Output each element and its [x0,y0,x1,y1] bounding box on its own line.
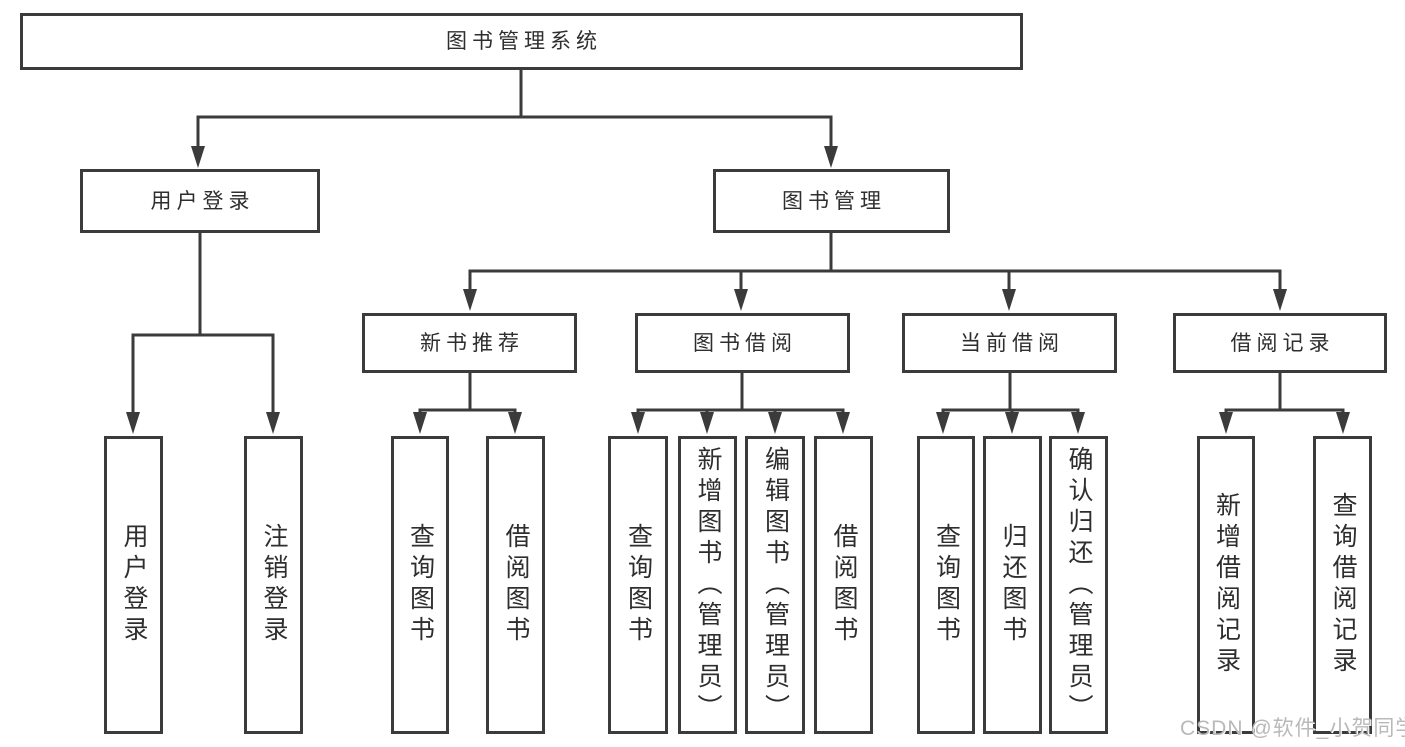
node-leaf-query-borrow-record: 查询借阅记录 [1313,436,1372,734]
arrow-records-query [1336,410,1350,434]
node-current-borrowing: 当前借阅 [902,313,1117,373]
node-leaf-logout: 注销登录 [244,436,303,734]
node-leaf-borrow-books-recommend-label: 借阅图书 [502,523,530,647]
node-leaf-return-books-label: 归还图书 [999,523,1027,647]
node-leaf-query-books-recommend: 查询图书 [391,436,449,734]
arrow-bookborrow-add [700,410,714,434]
node-book-management-label: 图书管理 [782,189,886,213]
node-leaf-add-borrow-record: 新增借阅记录 [1197,436,1255,734]
arrow-newbook-borrow [508,410,522,434]
arrow-records-add [1219,410,1233,434]
node-leaf-add-book-admin: 新增图书（管理员） [678,436,737,734]
node-user-login-label: 用户登录 [150,189,255,213]
node-leaf-user-login-label: 用户登录 [120,523,148,647]
arrow-bookborrow-borrow [836,410,850,434]
node-borrowing-records-label: 借阅记录 [1230,331,1335,355]
node-leaf-confirm-return-admin: 确认归还（管理员） [1049,436,1108,734]
csdn-watermark: CSDN @软件_小贺同学 [1180,717,1405,740]
arrow-to-book-borrow [734,271,748,311]
node-book-management: 图书管理 [713,169,950,233]
node-library-system-label: 图书管理系统 [446,30,602,53]
node-leaf-edit-book-admin: 编辑图书（管理员） [745,436,805,734]
arrow-bookborrow-query [631,410,645,434]
node-leaf-query-borrow-record-label: 查询借阅记录 [1329,492,1357,678]
node-leaf-query-books-recommend-label: 查询图书 [406,523,435,647]
node-leaf-query-books-current-label: 查询图书 [932,523,961,647]
node-new-book-recommendation: 新书推荐 [362,313,577,373]
node-leaf-logout-label: 注销登录 [260,523,288,647]
arrow-to-book-management [824,117,838,168]
node-leaf-borrow-books-recommend: 借阅图书 [486,436,545,734]
arrow-to-leaf-logout [266,335,280,434]
arrow-newbook-query [413,410,427,434]
node-leaf-borrow-books-borrowing-label: 借阅图书 [830,523,858,647]
arrow-currentborrow-return [1005,410,1019,434]
node-leaf-confirm-return-admin-label: 确认归还（管理员） [1065,445,1093,725]
arrow-to-new-book [463,271,477,311]
node-library-system: 图书管理系统 [20,13,1023,70]
arrow-bookborrow-edit [768,410,782,434]
node-leaf-query-books-borrowing: 查询图书 [608,436,668,734]
arrow-to-leaf-user-login [126,335,140,434]
node-leaf-add-book-admin-label: 新增图书（管理员） [694,445,722,725]
node-leaf-edit-book-admin-label: 编辑图书（管理员） [761,445,790,725]
node-book-borrowing-label: 图书借阅 [693,331,797,355]
node-leaf-user-login: 用户登录 [104,436,163,734]
node-leaf-query-books-borrowing-label: 查询图书 [624,523,653,647]
arrow-to-borrow-records [1273,271,1287,311]
node-current-borrowing-label: 当前借阅 [960,331,1064,355]
arrow-currentborrow-query [936,410,950,434]
node-borrowing-records: 借阅记录 [1173,313,1387,373]
node-leaf-borrow-books-borrowing: 借阅图书 [814,436,873,734]
arrow-currentborrow-confirm [1071,410,1085,434]
node-leaf-query-books-current: 查询图书 [917,436,975,734]
node-leaf-return-books: 归还图书 [983,436,1042,734]
node-book-borrowing: 图书借阅 [635,313,850,373]
arrow-to-user-login [191,117,205,168]
node-leaf-add-borrow-record-label: 新增借阅记录 [1212,492,1241,678]
arrow-to-current-borrow [1002,271,1016,311]
node-new-book-recommendation-label: 新书推荐 [420,331,524,355]
node-user-login: 用户登录 [80,169,320,233]
